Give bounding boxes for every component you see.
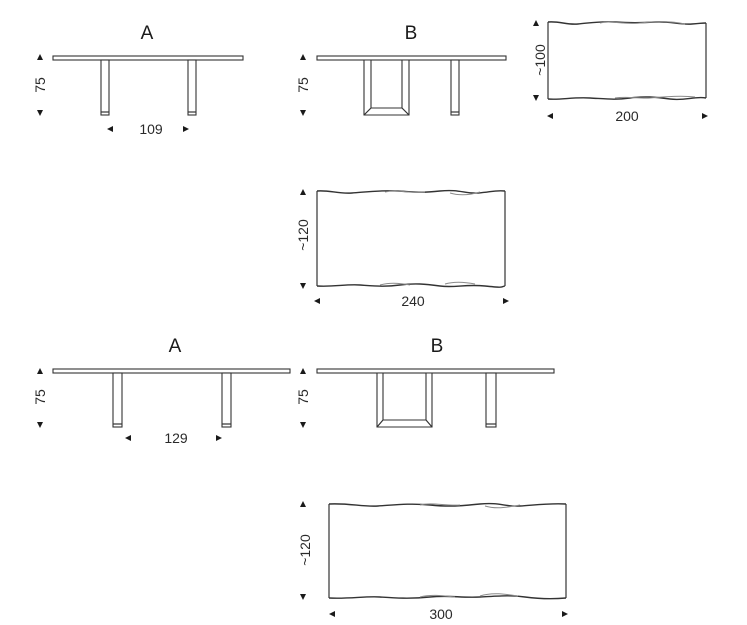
table-leg-left [112, 372, 123, 428]
arrow-right-icon [702, 113, 708, 119]
set2-plan-view: ~120 300 [297, 501, 568, 622]
set2-elevation-b: B 75 [295, 336, 555, 428]
live-edge-bottom [316, 283, 506, 288]
height-dimension: 75 [295, 389, 311, 405]
live-edge-bottom [547, 96, 707, 101]
height-dimension: 75 [32, 389, 48, 405]
arrow-up-icon [37, 54, 43, 60]
depth-dimension: ~120 [297, 534, 313, 566]
live-edge-top [328, 502, 567, 507]
frame-leg [363, 59, 410, 116]
elevation-label: A [141, 23, 154, 44]
arrow-down-icon [300, 422, 306, 428]
arrow-right-icon [562, 611, 568, 617]
height-dimension: 75 [295, 77, 311, 93]
table-top [52, 368, 291, 374]
plan-240-view: ~120 240 [295, 189, 509, 309]
arrow-left-icon [547, 113, 553, 119]
live-edge-top [547, 21, 707, 25]
leg-span-dimension: 129 [164, 430, 188, 446]
arrow-up-icon [533, 20, 539, 26]
arrow-up-icon [37, 368, 43, 374]
arrow-down-icon [37, 110, 43, 116]
live-edge-bottom-shadow [379, 281, 476, 286]
width-dimension: 240 [401, 293, 425, 309]
arrow-right-icon [216, 435, 222, 441]
table-leg-right [485, 372, 497, 428]
elevation-label: A [169, 336, 182, 357]
elevation-label: B [431, 336, 444, 357]
depth-dimension: ~100 [532, 44, 548, 76]
live-edge-top-shadow [384, 190, 481, 196]
frame-leg [376, 372, 433, 428]
table-leg-right [450, 59, 460, 116]
width-dimension: 300 [429, 606, 453, 622]
arrow-up-icon [300, 501, 306, 507]
width-dimension: 200 [615, 108, 639, 124]
table-top [316, 368, 555, 374]
arrow-right-icon [503, 298, 509, 304]
live-edge-bottom-shadow [614, 95, 696, 99]
arrow-left-icon [107, 126, 113, 132]
arrow-down-icon [533, 95, 539, 101]
table-leg-right [187, 59, 197, 116]
arrow-right-icon [183, 126, 189, 132]
arrow-down-icon [300, 594, 306, 600]
arrow-up-icon [300, 368, 306, 374]
set1-elevation-a: A 75 109 [32, 23, 244, 137]
live-edge-top-shadow [419, 503, 521, 509]
elevation-label: B [405, 23, 418, 44]
arrow-down-icon [300, 110, 306, 116]
arrow-left-icon [314, 298, 320, 304]
set2-elevation-a: A 75 129 [32, 336, 291, 446]
depth-dimension: ~120 [295, 219, 311, 251]
live-edge-top-shadow [599, 21, 686, 25]
table-top [316, 55, 507, 61]
table-leg-right [221, 372, 232, 428]
arrow-down-icon [300, 283, 306, 289]
arrow-left-icon [125, 435, 131, 441]
set1-plan-view: ~100 200 [532, 20, 708, 124]
leg-span-dimension: 109 [139, 121, 163, 137]
set1-elevation-b: B 75 [295, 23, 507, 116]
arrow-left-icon [329, 611, 335, 617]
arrow-up-icon [300, 189, 306, 195]
arrow-down-icon [37, 422, 43, 428]
arrow-up-icon [300, 54, 306, 60]
live-edge-bottom-shadow [419, 593, 519, 598]
table-leg-left [100, 59, 110, 116]
table-top [52, 55, 244, 61]
height-dimension: 75 [32, 77, 48, 93]
